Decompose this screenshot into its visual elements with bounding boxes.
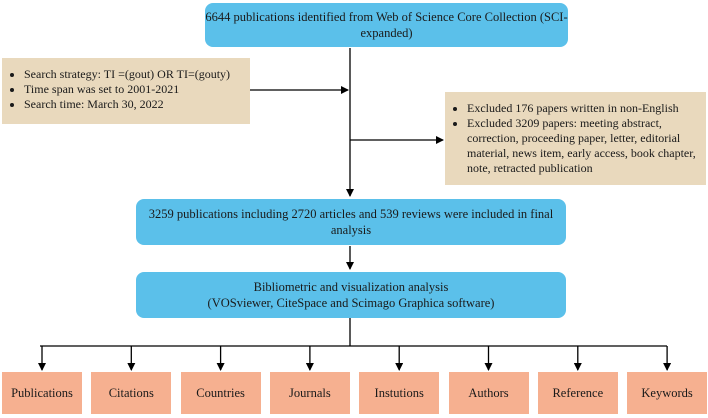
category-box-reference: Reference	[537, 372, 618, 414]
identified-box: 6644 publications identified from Web of…	[205, 3, 568, 47]
category-box-journals: Journals	[269, 372, 350, 414]
strategy-item: Time span was set to 2001-2021	[24, 82, 250, 97]
category-label: Instutions	[374, 385, 424, 400]
analysis-box: Bibliometric and visualization analysis …	[136, 272, 566, 318]
analysis-title: Bibliometric and visualization analysis	[253, 280, 449, 294]
category-label: Journals	[289, 385, 331, 400]
category-label: Publications	[11, 385, 73, 400]
included-text: 3259 publications including 2720 article…	[148, 207, 554, 237]
category-box-keywords: Keywords	[627, 372, 708, 414]
strategy-item: Search time: March 30, 2022	[24, 97, 250, 112]
category-label: Authors	[468, 385, 509, 400]
exclusion-box: Excluded 176 papers written in non-Engli…	[445, 92, 706, 185]
category-label: Reference	[552, 385, 604, 400]
category-arrows	[38, 346, 672, 371]
strategy-item: Search strategy: TI =(gout) OR TI=(gouty…	[24, 67, 250, 82]
analysis-tools: (VOSviewer, CiteSpace and Scimago Graphi…	[207, 296, 495, 310]
category-box-publications: Publications	[2, 372, 82, 414]
category-box-instutions: Instutions	[359, 372, 440, 414]
category-label: Citations	[108, 385, 154, 400]
identified-text: 6644 publications identified from Web of…	[205, 10, 568, 40]
category-label: Countries	[196, 385, 245, 400]
category-box-authors: Authors	[448, 372, 529, 414]
category-box-citations: Citations	[91, 372, 172, 414]
category-box-countries: Countries	[180, 372, 261, 414]
included-box: 3259 publications including 2720 article…	[136, 199, 566, 245]
category-label: Keywords	[641, 385, 693, 400]
exclusion-item: Excluded 176 papers written in non-Engli…	[467, 101, 700, 116]
search-strategy-box: Search strategy: TI =(gout) OR TI=(gouty…	[2, 58, 250, 124]
exclusion-item: Excluded 3209 papers: meeting abstract, …	[467, 116, 700, 176]
